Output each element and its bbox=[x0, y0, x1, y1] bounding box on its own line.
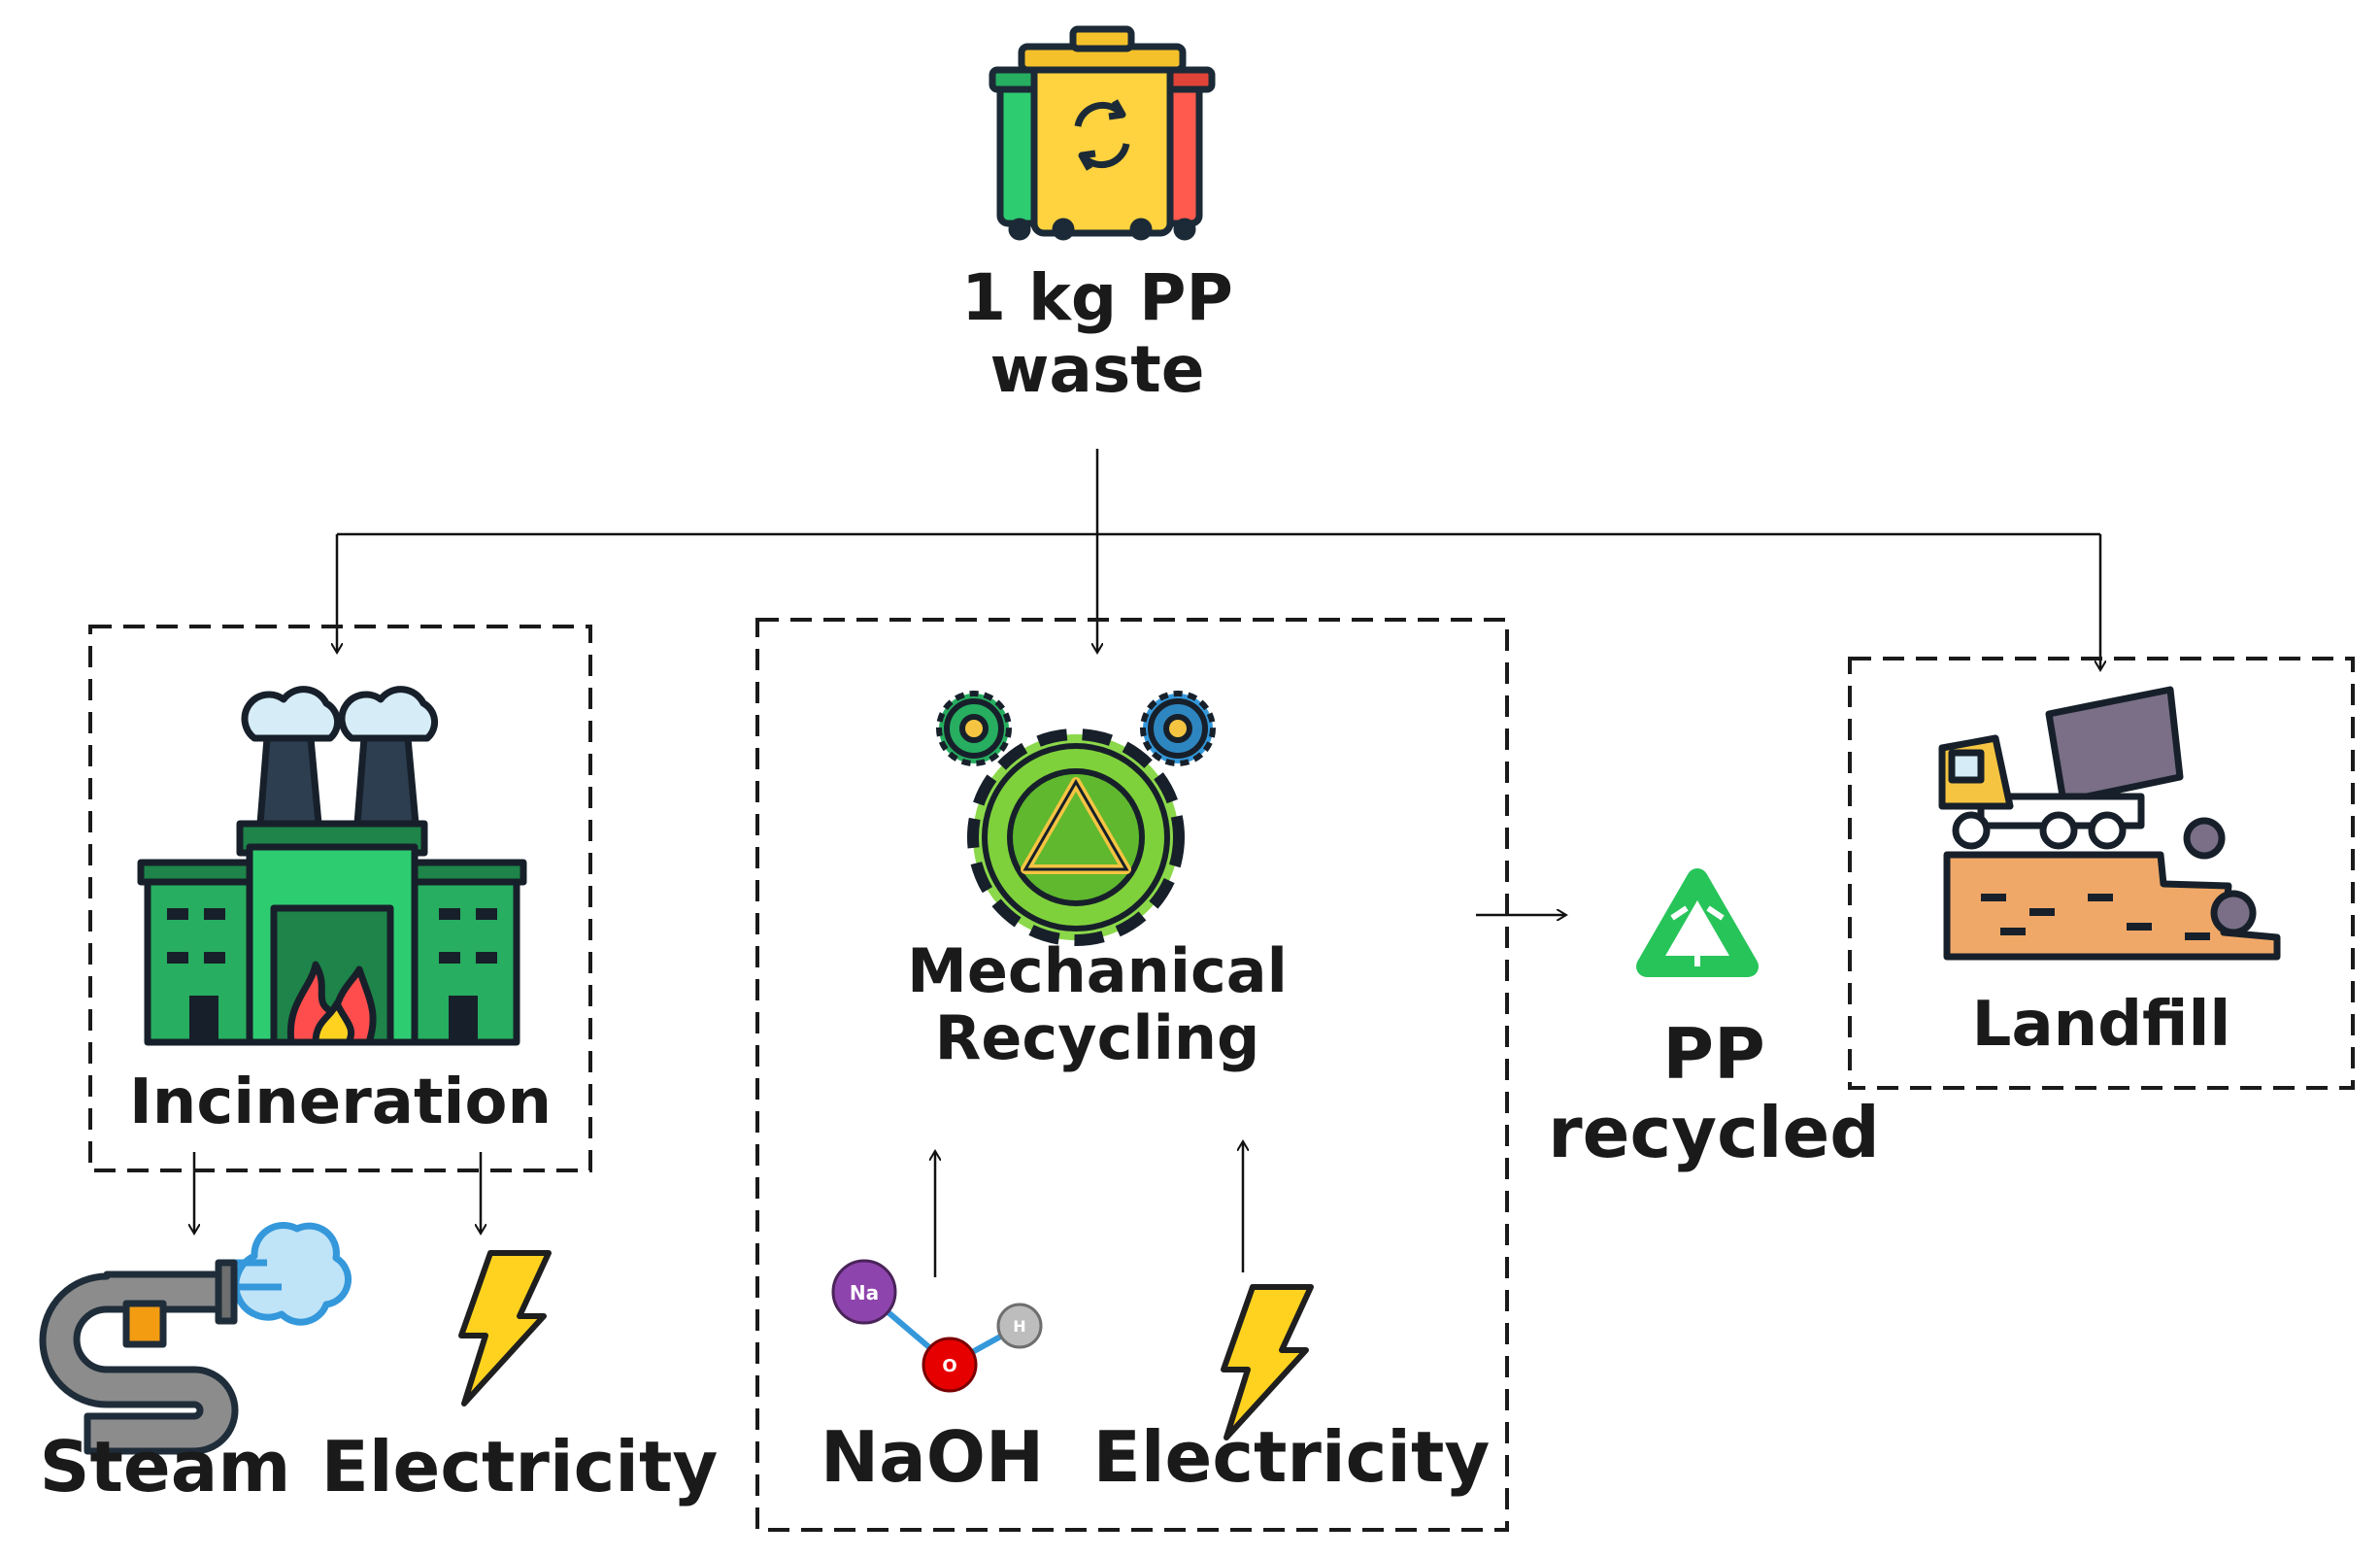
steam-label: Steam bbox=[39, 1426, 291, 1507]
naoh-label: NaOH bbox=[820, 1416, 1045, 1498]
waste-bins-icon bbox=[989, 25, 1216, 241]
incineration-label: Incineration bbox=[128, 1067, 553, 1138]
pp-recycled-label: PP recycled bbox=[1520, 1015, 1908, 1171]
source-label: 1 kg PP waste bbox=[903, 262, 1291, 406]
mechanical-line-1: Mechanical bbox=[907, 935, 1288, 1006]
atom-h-label: H bbox=[1013, 1317, 1025, 1336]
pp-recycled-line-2: recycled bbox=[1548, 1091, 1880, 1173]
process-boxes bbox=[88, 618, 2355, 1532]
mechanical-recycling-label: Mechanical Recycling bbox=[855, 937, 1340, 1072]
factory-icon bbox=[137, 686, 527, 1046]
steam-pipe-icon bbox=[39, 1222, 352, 1455]
incineration-electricity-label: Electricity bbox=[320, 1426, 719, 1507]
landfill-truck-icon bbox=[1938, 686, 2281, 961]
lightning-bolt-icon bbox=[458, 1250, 552, 1406]
gears-recycling-icon bbox=[936, 691, 1216, 946]
source-line-1: 1 kg PP bbox=[961, 260, 1233, 335]
lightning-bolt-icon-2 bbox=[1221, 1284, 1314, 1440]
naoh-molecule-icon: Na O H bbox=[831, 1259, 1043, 1393]
mechanical-recycling-box bbox=[755, 618, 1509, 1532]
recycle-symbol-icon bbox=[1636, 868, 1759, 977]
landfill-label: Landfill bbox=[1971, 989, 2231, 1061]
mechanical-line-2: Recycling bbox=[934, 1002, 1260, 1074]
atom-na-label: Na bbox=[850, 1281, 879, 1304]
source-line-2: waste bbox=[989, 331, 1205, 407]
mechanical-electricity-label: Electricity bbox=[1092, 1416, 1491, 1498]
pp-recycled-line-1: PP bbox=[1662, 1013, 1765, 1095]
connectors bbox=[194, 449, 2100, 1277]
landfill-box bbox=[1848, 657, 2355, 1090]
atom-o-label: O bbox=[942, 1356, 956, 1376]
incineration-box bbox=[88, 625, 592, 1172]
